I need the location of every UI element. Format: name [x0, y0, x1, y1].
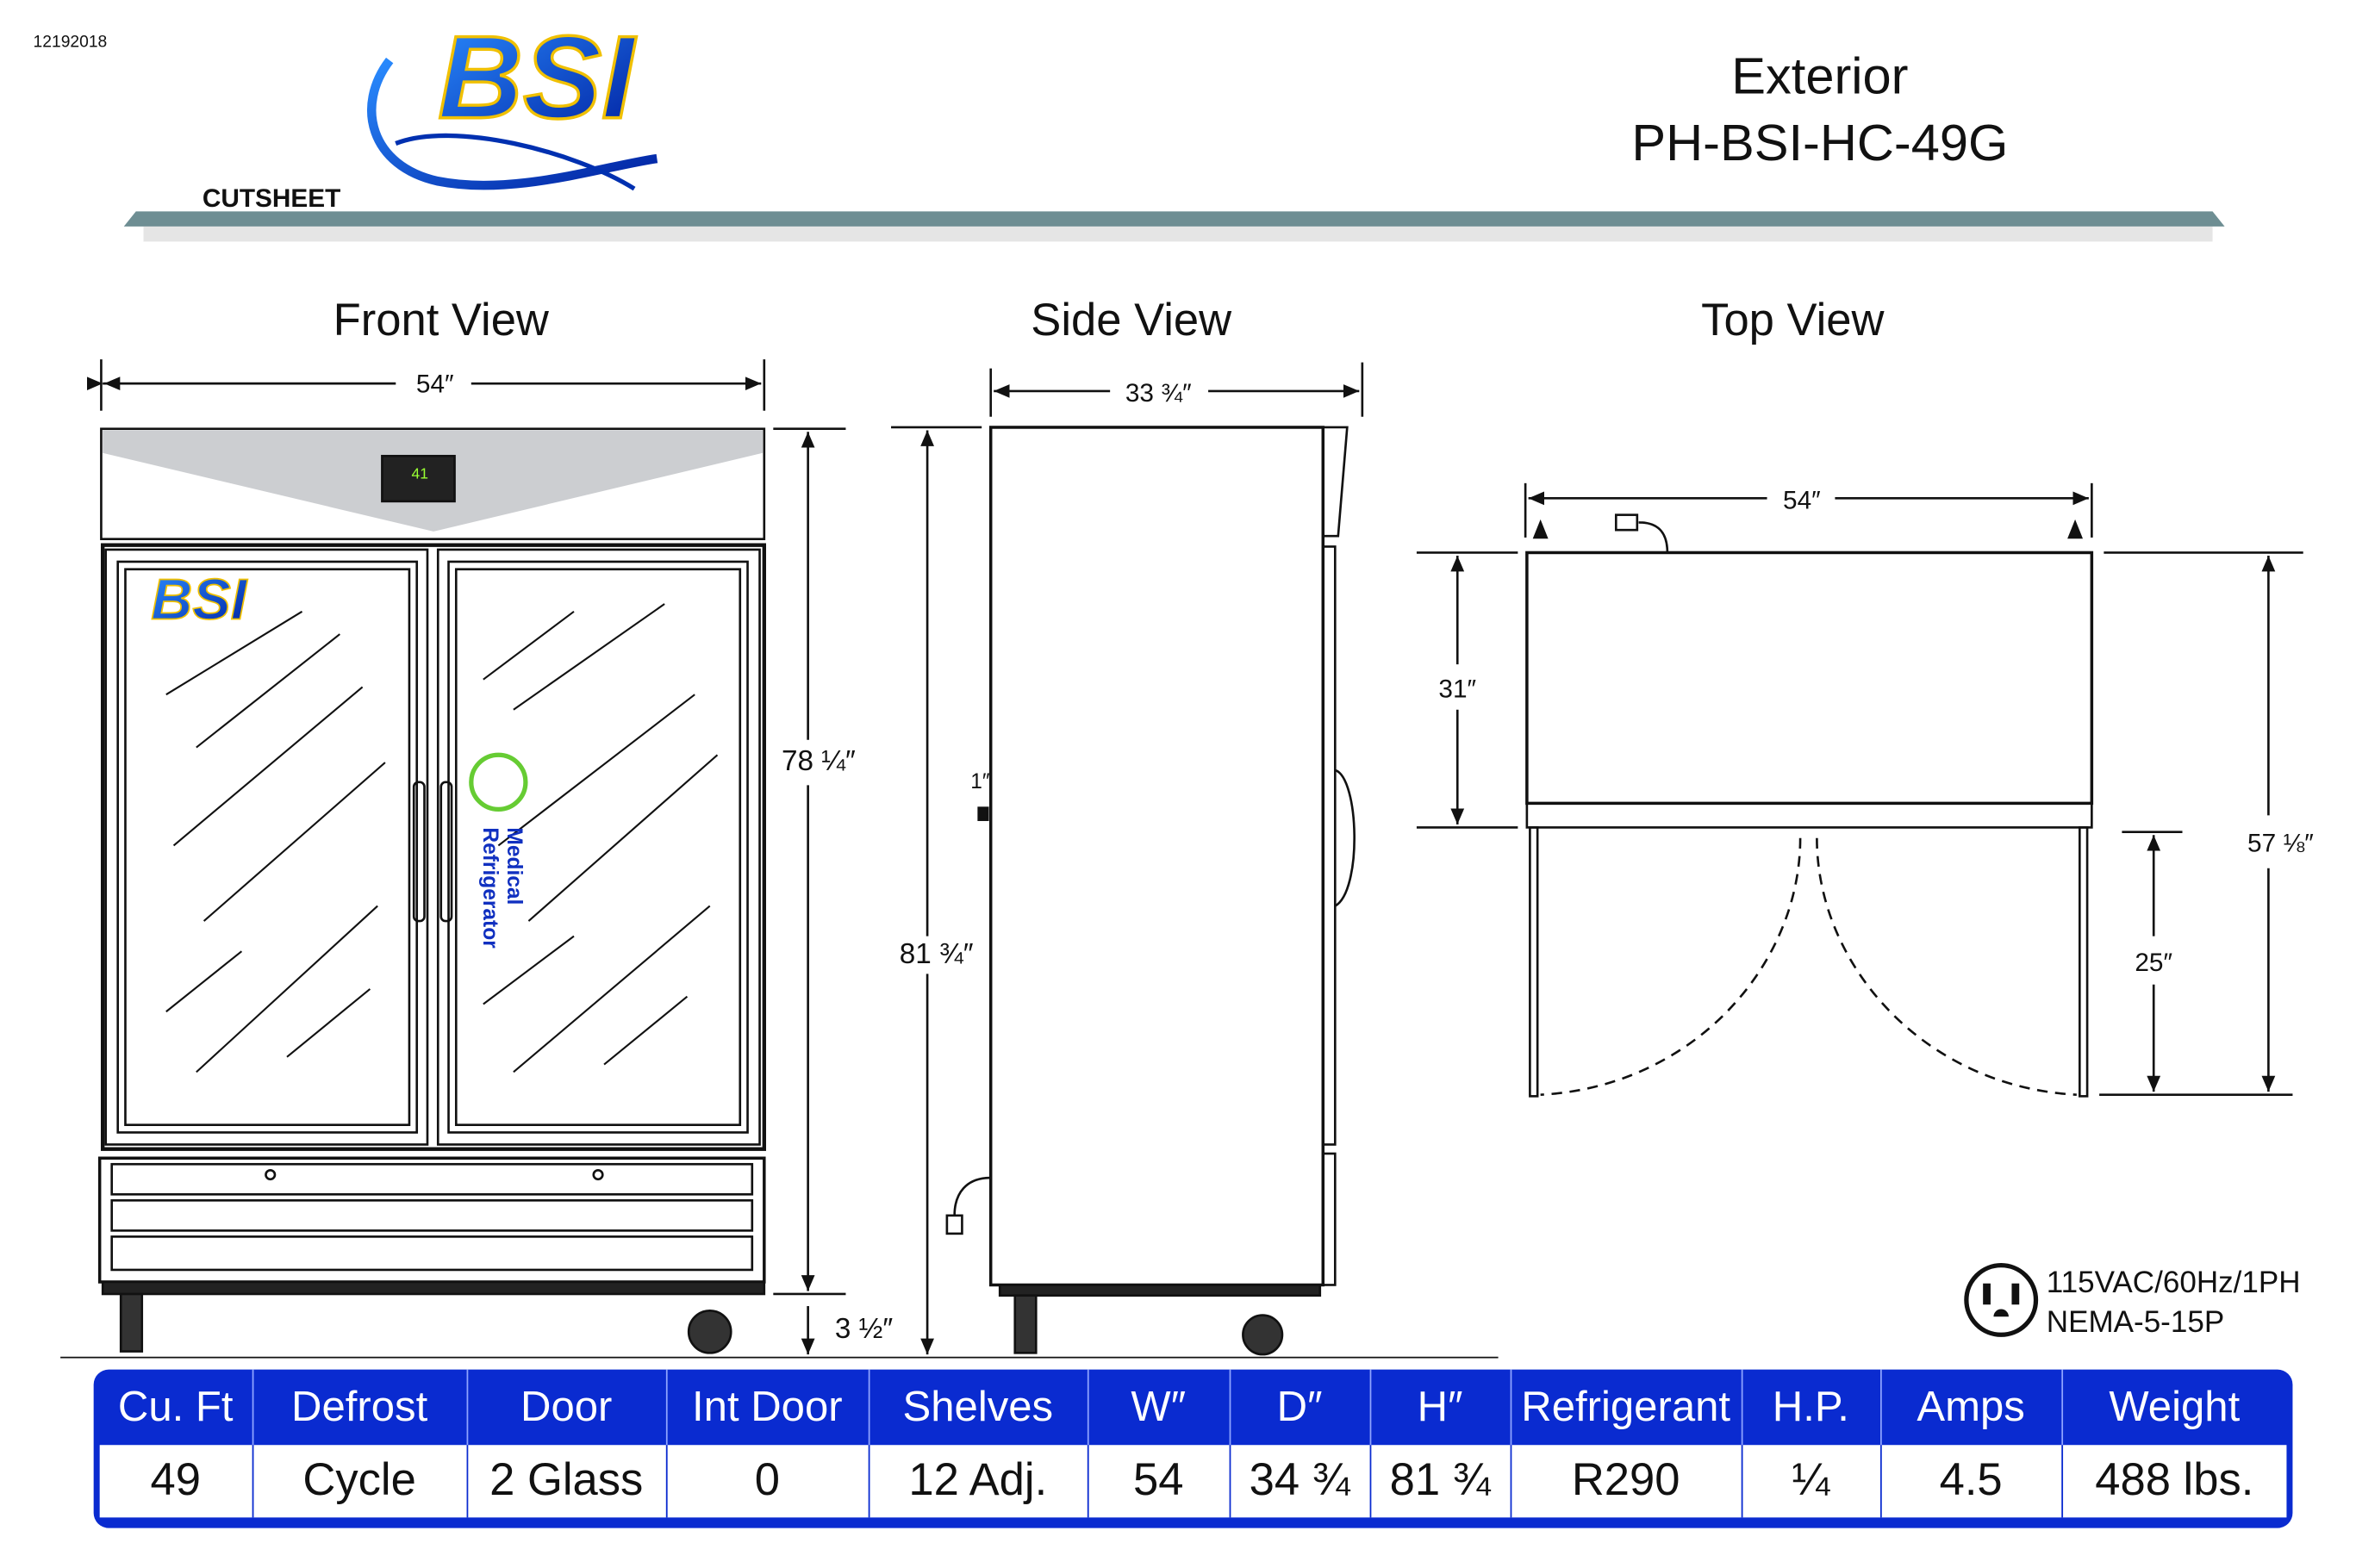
spec-table: Cu. Ft Defrost Door Int Door Shelves W″ … — [93, 1369, 2293, 1528]
cell: 54 — [1087, 1445, 1231, 1518]
cell: 0 — [665, 1445, 869, 1518]
side-offset-dim: 1″ — [970, 770, 990, 793]
refrigerator-label: Refrigerator — [478, 827, 502, 949]
medical-label: Medical — [502, 827, 526, 905]
cell: Cycle — [252, 1445, 468, 1518]
cell: 2 Glass — [466, 1445, 667, 1518]
col-header: H″ — [1369, 1369, 1511, 1446]
doc-code: 12192018 — [34, 33, 108, 51]
cutsheet-label: CUTSHEET — [203, 184, 340, 213]
top-width-dim: 54″ — [1783, 487, 1821, 515]
col-header: Shelves — [868, 1369, 1088, 1446]
plug-type: NEMA-5-15P — [2047, 1305, 2224, 1339]
header-divider — [123, 211, 2225, 227]
model-number: PH-BSI-HC-49G — [1631, 114, 2008, 171]
col-header: D″ — [1229, 1369, 1371, 1446]
cell: 81 ¾ — [1369, 1445, 1511, 1518]
side-view-title: Side View — [1031, 295, 1232, 345]
spec-value-row: 49 Cycle 2 Glass 0 12 Adj. 54 34 ¾ 81 ¾ … — [99, 1445, 2287, 1518]
front-view-title: Front View — [333, 295, 550, 345]
front-height-dim: 78 ¼″ — [782, 745, 856, 777]
spec-header-row: Cu. Ft Defrost Door Int Door Shelves W″ … — [99, 1369, 2287, 1446]
electrical-spec: 115VAC/60Hz/1PH — [2047, 1266, 2301, 1299]
cell: 34 ¾ — [1229, 1445, 1371, 1518]
cell: 49 — [99, 1445, 253, 1518]
cell: 12 Adj. — [868, 1445, 1088, 1518]
col-header: Int Door — [665, 1369, 869, 1446]
temperature-display: 41 — [411, 465, 427, 482]
cell: R290 — [1510, 1445, 1742, 1518]
bsi-logo: BSI — [367, 9, 658, 191]
col-header: Refrigerant — [1510, 1369, 1742, 1446]
front-width-dim: 54″ — [416, 370, 454, 399]
top-view-title: Top View — [1701, 295, 1885, 345]
col-header: Cu. Ft — [99, 1369, 253, 1446]
col-header: Weight — [2109, 1383, 2241, 1430]
side-height-dim: 81 ¾″ — [900, 938, 974, 970]
col-header: Door — [466, 1369, 667, 1446]
doc-title: Exterior — [1731, 47, 1908, 105]
cell: ¼ — [1741, 1445, 1881, 1518]
door-swing-dim: 25″ — [2135, 949, 2172, 977]
medical-icon — [469, 752, 528, 812]
nema-outlet-icon — [1964, 1263, 2039, 1337]
door-logo: BSI — [151, 569, 247, 632]
col-header: W″ — [1087, 1369, 1231, 1446]
cell: 488 lbs. — [2061, 1445, 2287, 1518]
col-header: Amps — [1879, 1369, 2063, 1446]
total-depth-dim: 57 ⅛″ — [2247, 829, 2314, 857]
caster-height-dim: 3 ½″ — [835, 1313, 894, 1345]
col-header: H.P. — [1741, 1369, 1881, 1446]
cell: 4.5 — [1879, 1445, 2063, 1518]
top-depth-dim: 31″ — [1438, 675, 1476, 704]
side-depth-dim: 33 ¾″ — [1125, 379, 1192, 408]
svg-text:BSI: BSI — [438, 11, 637, 143]
col-header: Defrost — [252, 1369, 468, 1446]
